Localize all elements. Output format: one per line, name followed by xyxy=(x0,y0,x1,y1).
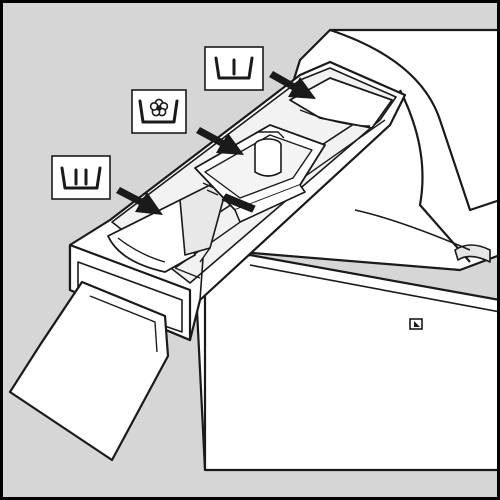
wash-tub-two-bars-icon xyxy=(51,155,111,200)
wash-tub-one-bar-icon xyxy=(204,46,264,91)
main-wash-compartment xyxy=(107,199,196,273)
detergent-drawer[interactable] xyxy=(8,60,407,462)
softener-insert[interactable] xyxy=(194,124,326,223)
arrow-main-wash xyxy=(116,187,163,215)
arrow-prewash xyxy=(269,71,316,99)
arrow-softener xyxy=(196,127,244,155)
fabric-softener-flower-icon xyxy=(131,89,187,134)
indicator-marker-icon xyxy=(409,318,423,330)
